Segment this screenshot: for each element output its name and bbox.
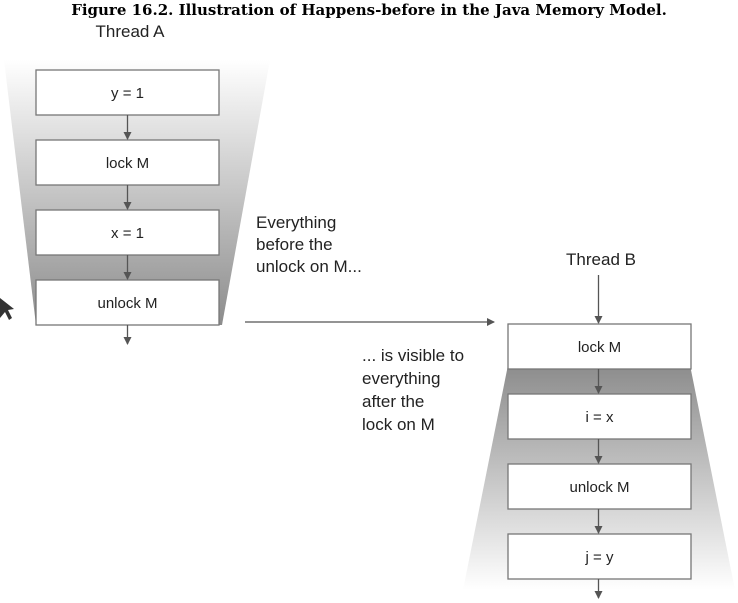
thread-a-step-3: x = 1 <box>35 209 220 256</box>
thread-a-step-1: y = 1 <box>35 69 220 116</box>
svg-text:... is visible to: ... is visible to <box>362 346 464 365</box>
svg-text:before the: before the <box>256 235 333 254</box>
svg-text:y = 1: y = 1 <box>111 85 144 102</box>
svg-text:lock M: lock M <box>106 155 149 172</box>
svg-text:unlock M: unlock M <box>569 479 629 496</box>
thread-b-step-4: j = y <box>507 533 692 580</box>
mouse-cursor-icon <box>0 298 14 320</box>
annotation-before: Everything before the unlock on M... <box>256 213 362 276</box>
thread-b-title: Thread B <box>566 250 636 269</box>
svg-text:lock on M: lock on M <box>362 415 435 434</box>
svg-text:everything: everything <box>362 369 440 388</box>
thread-a-step-4: unlock M <box>35 279 220 326</box>
svg-text:after the: after the <box>362 392 424 411</box>
thread-a-title: Thread A <box>96 22 166 41</box>
svg-text:Everything: Everything <box>256 213 336 232</box>
svg-text:unlock M: unlock M <box>97 295 157 312</box>
svg-text:unlock on M...: unlock on M... <box>256 257 362 276</box>
thread-a-funnel <box>4 60 270 325</box>
thread-b-step-1: lock M <box>507 323 692 370</box>
thread-a-step-2: lock M <box>35 139 220 186</box>
svg-text:x = 1: x = 1 <box>111 225 144 242</box>
figure-caption: Figure 16.2. Illustration of Happens-bef… <box>71 1 667 19</box>
svg-text:j = y: j = y <box>585 549 614 566</box>
thread-b-step-3: unlock M <box>507 463 692 510</box>
thread-b-step-2: i = x <box>507 393 692 440</box>
svg-text:lock M: lock M <box>578 339 621 356</box>
annotation-after: ... is visible to everything after the l… <box>362 346 464 434</box>
svg-text:i = x: i = x <box>586 409 614 426</box>
